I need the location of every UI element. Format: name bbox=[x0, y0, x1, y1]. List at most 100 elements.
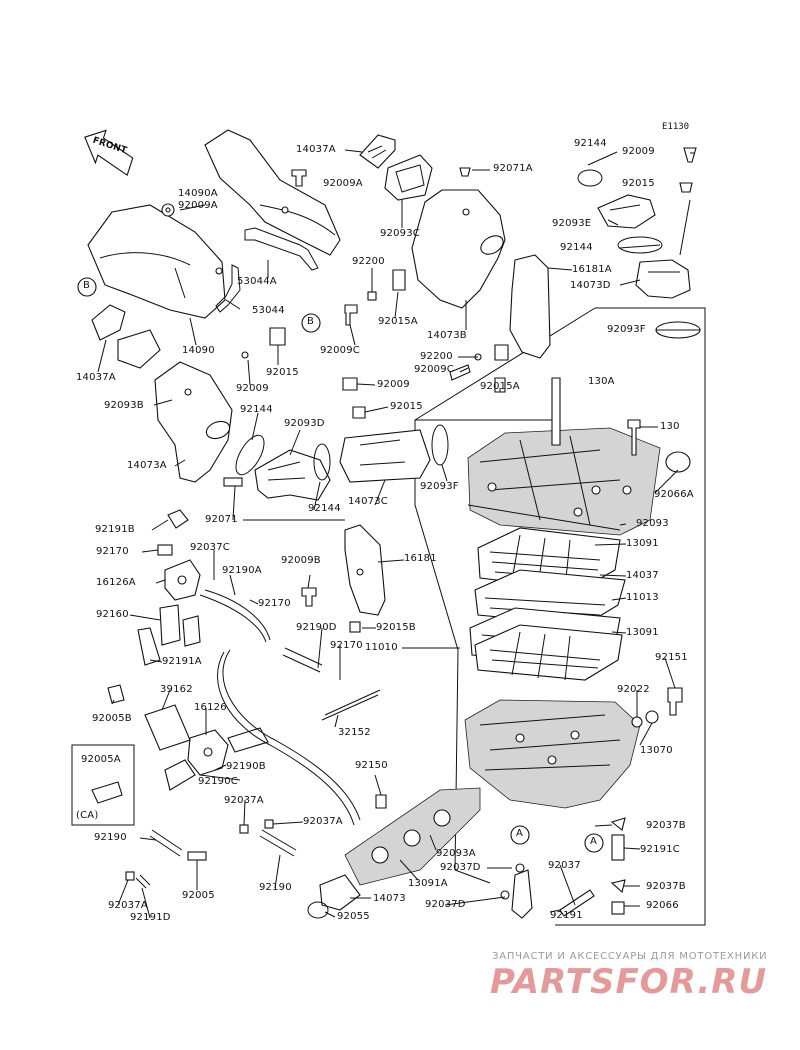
ring-92055 bbox=[307, 901, 329, 919]
label-92144-top: 92144 bbox=[574, 138, 607, 149]
ring-92144-left bbox=[235, 434, 265, 476]
watermark-logo[interactable]: PARTSFOR.RU bbox=[490, 962, 768, 1002]
label-92009B: 92009B bbox=[281, 555, 321, 566]
label-92093D: 92093D bbox=[284, 418, 325, 429]
label-92191A: 92191A bbox=[162, 656, 202, 667]
label-14073: 14073 bbox=[373, 893, 406, 904]
callout-a-left: A bbox=[516, 828, 523, 839]
plate-92093A bbox=[344, 787, 481, 886]
label-92009C-mid: 92009C bbox=[414, 364, 454, 375]
label-92170-mid: 92170 bbox=[258, 598, 291, 609]
hose-92190-bottom bbox=[259, 829, 297, 857]
label-92066A: 92066A bbox=[654, 489, 694, 500]
cap-92066A bbox=[665, 451, 691, 473]
label-92071A: 92071A bbox=[493, 163, 533, 174]
label-92170-left: 92170 bbox=[96, 546, 129, 557]
filter-stack bbox=[469, 527, 626, 681]
label-92037A-mid: 92037A bbox=[224, 795, 264, 806]
duct-14073C bbox=[339, 429, 431, 483]
label-92005B: 92005B bbox=[92, 713, 132, 724]
label-14073B: 14073B bbox=[427, 330, 467, 341]
label-92015-mid: 92015 bbox=[390, 401, 423, 412]
duct-14073 bbox=[319, 874, 361, 911]
label-92009C-top: 92009C bbox=[320, 345, 360, 356]
callout-a-right: A bbox=[590, 836, 597, 847]
hose-92191D bbox=[135, 874, 151, 889]
label-92144-bottom: 92144 bbox=[308, 503, 341, 514]
label-13091A: 13091A bbox=[408, 878, 448, 889]
clamp-92037B-top bbox=[610, 817, 626, 831]
label-92015-left: 92015 bbox=[266, 367, 299, 378]
label-130: 130 bbox=[660, 421, 680, 432]
label-92190B: 92190B bbox=[226, 761, 266, 772]
label-14073A: 14073A bbox=[127, 460, 167, 471]
label-92037: 92037 bbox=[548, 860, 581, 871]
duct-14073B bbox=[411, 189, 506, 309]
label-53044A: 53044A bbox=[237, 276, 277, 287]
label-92093B: 92093B bbox=[104, 400, 144, 411]
label-13091-top: 13091 bbox=[626, 538, 659, 549]
nut-92015B bbox=[349, 621, 361, 633]
callout-a-right-circle bbox=[584, 833, 604, 853]
label-92190-left: 92190 bbox=[94, 832, 127, 843]
clamp-92170-left bbox=[157, 544, 173, 556]
duct-14090A bbox=[204, 129, 341, 256]
callout-b-mid: B bbox=[307, 316, 314, 327]
tube-92191 bbox=[559, 889, 595, 917]
fitting-92005 bbox=[187, 851, 207, 861]
tube-line bbox=[217, 649, 361, 826]
label-92093A: 92093A bbox=[436, 848, 476, 859]
cap-92066 bbox=[611, 901, 625, 915]
label-14073D: 14073D bbox=[570, 280, 611, 291]
hose-92191A bbox=[137, 627, 161, 666]
ring-92144-right bbox=[617, 236, 663, 254]
label-11010: 11010 bbox=[365, 642, 398, 653]
label-13070: 13070 bbox=[640, 745, 673, 756]
label-92191D: 92191D bbox=[130, 912, 171, 923]
collar-13070 bbox=[645, 710, 659, 724]
label-92200-top: 92200 bbox=[352, 256, 385, 267]
label-130A: 130A bbox=[588, 376, 615, 387]
seal-92093E bbox=[597, 194, 656, 229]
callout-b-left: B bbox=[83, 280, 90, 291]
label-92093: 92093 bbox=[636, 518, 669, 529]
valve-16126 bbox=[187, 729, 229, 776]
label-39162: 39162 bbox=[160, 684, 193, 695]
label-92009-mid: 92009 bbox=[377, 379, 410, 390]
duct-14090 bbox=[87, 204, 226, 319]
label-13091-bottom: 13091 bbox=[626, 627, 659, 638]
label-92009A-mid: 92009A bbox=[178, 200, 218, 211]
label-92093F-mid: 92093F bbox=[420, 481, 459, 492]
label-92190D: 92190D bbox=[296, 622, 337, 633]
ca-box-frame bbox=[71, 744, 135, 826]
label-92037B-bottom: 92037B bbox=[646, 881, 686, 892]
hose-92190D bbox=[282, 647, 323, 673]
seal-92093F-mid bbox=[431, 424, 449, 466]
label-53044: 53044 bbox=[252, 305, 285, 316]
hose-32152 bbox=[321, 689, 381, 721]
label-92200-mid: 92200 bbox=[420, 351, 453, 362]
callout-a-left-circle bbox=[510, 825, 530, 845]
label-92093F-top: 92093F bbox=[607, 324, 646, 335]
bracket-53044A bbox=[244, 227, 319, 271]
airbox-cover bbox=[467, 377, 661, 536]
fasteners-upper bbox=[161, 167, 509, 419]
valve-16126A bbox=[164, 559, 201, 601]
hose-92191C bbox=[611, 834, 625, 861]
seal-14037A-top bbox=[359, 134, 396, 169]
label-92190A: 92190A bbox=[222, 565, 262, 576]
elbow-92093D bbox=[254, 449, 331, 501]
label-92015A-mid: 92015A bbox=[480, 381, 520, 392]
label-92037A-bottom: 92037A bbox=[108, 900, 148, 911]
clamp-92037A-mid bbox=[239, 824, 249, 834]
seal-92093 bbox=[467, 504, 621, 531]
label-92093E: 92093E bbox=[552, 218, 592, 229]
airbox-lower bbox=[464, 699, 641, 809]
clamp-92037D-mid bbox=[515, 863, 525, 873]
label-92037C: 92037C bbox=[190, 542, 230, 553]
hose-92190C bbox=[164, 759, 196, 791]
label-92037B-top: 92037B bbox=[646, 820, 686, 831]
label-14090: 14090 bbox=[182, 345, 215, 356]
bracket-16181A bbox=[509, 254, 551, 359]
